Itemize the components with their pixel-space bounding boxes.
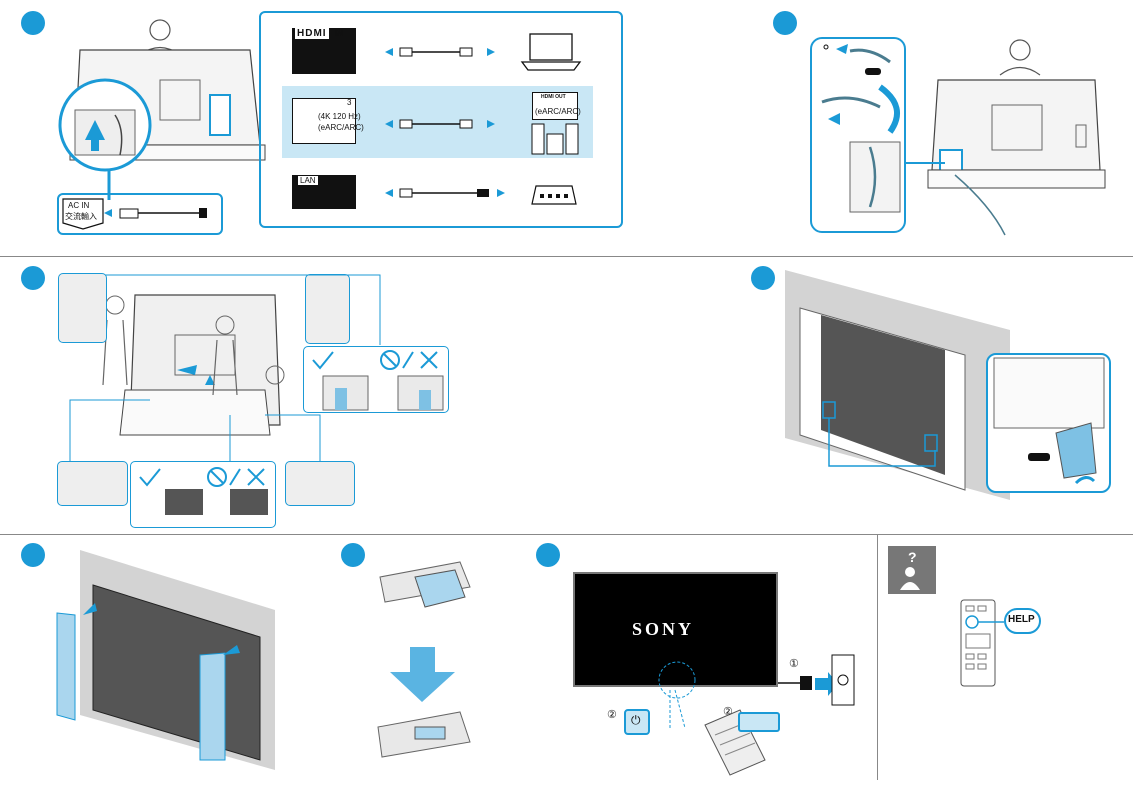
step-marker-3: [21, 266, 45, 290]
hdmi-3-spec: (4K 120 Hz): [318, 112, 361, 121]
film-removal-illustration: [56, 550, 275, 770]
lan-label: LAN: [298, 176, 318, 185]
step-mark-2-left: ②: [607, 709, 617, 721]
lan-cable-icon: [385, 188, 505, 198]
hdmi-out-sub: (eARC/ARC): [535, 107, 581, 116]
help-button[interactable]: [1004, 608, 1041, 634]
divider-middle: [0, 534, 1133, 535]
callout-connector-2: [905, 162, 945, 164]
stand-cover-illustration: [993, 357, 1105, 485]
lan-port: [292, 175, 356, 209]
help-remote-illustration: [960, 599, 1004, 687]
ac-in-label: AC IN: [68, 201, 90, 210]
step-marker-2: [773, 11, 797, 35]
cable-clip-illustration: [821, 44, 901, 213]
laptop-icon: [520, 33, 582, 71]
callout-connector: [107, 170, 111, 200]
hdmi-in-label: HDMI: [295, 28, 329, 39]
tv-power-button[interactable]: [624, 709, 650, 735]
wall-tv-illustration: [785, 270, 1010, 500]
soundbar-port-panel: [532, 92, 578, 120]
detail-bottom-left: [57, 461, 128, 506]
detail-top-left: [58, 273, 107, 343]
router-icon: [531, 185, 577, 205]
sony-logo: SONY: [632, 619, 695, 639]
divider-top: [0, 256, 1133, 257]
remote-power-highlight[interactable]: [738, 712, 780, 732]
speaker-system-icon: [531, 123, 579, 155]
ac-in-label-frame: [62, 198, 104, 230]
hdmi-3-number: 3: [347, 98, 352, 107]
question-person-glyph: ?: [900, 549, 920, 590]
step-marker-4: [751, 266, 775, 290]
hdmi-3-earc: (eARC/ARC): [318, 123, 364, 132]
hdmi-cable-icon-1: [385, 47, 495, 57]
ac-in-label-cn: 交流輸入: [65, 212, 97, 221]
divider-vertical: [877, 535, 878, 780]
do-dont-icons-top: [312, 350, 444, 411]
hdmi-3-port: [292, 98, 356, 144]
step-mark-1: ①: [789, 658, 799, 670]
detail-top-right: [305, 274, 350, 344]
tv-lift-illustration: [102, 294, 285, 436]
step-marker-5: [21, 543, 45, 567]
connections-box: [259, 11, 623, 228]
hdmi-out-label: HDMI OUT: [541, 94, 566, 100]
do-dont-icons-bottom: [139, 467, 268, 515]
power-icon: ⏻: [631, 713, 641, 727]
step-mark-2-right: ②: [723, 706, 733, 718]
remote-control-icon: [704, 709, 766, 776]
tv-back-illustration-2: [927, 39, 1106, 236]
cable-clip-box: [810, 37, 906, 233]
ac-in-box: [57, 193, 223, 235]
step-marker-6: [341, 543, 365, 567]
svg-text:?: ?: [908, 549, 917, 565]
power-on-indicators: [644, 654, 855, 735]
power-cord-icon: [104, 208, 207, 219]
step-marker-1: [21, 11, 45, 35]
remote-battery-illustration: [377, 561, 471, 758]
ac-connection-callout: [58, 78, 152, 172]
step-marker-7: [536, 543, 560, 567]
detail-bottom-right: [285, 461, 355, 506]
detail-connector-lines: [69, 274, 381, 461]
help-button-label: HELP: [1008, 614, 1035, 625]
hdmi-in-sub: IN: [335, 29, 343, 38]
tv-screen: [573, 572, 778, 687]
hdmi-cable-icon-2: [385, 119, 495, 129]
